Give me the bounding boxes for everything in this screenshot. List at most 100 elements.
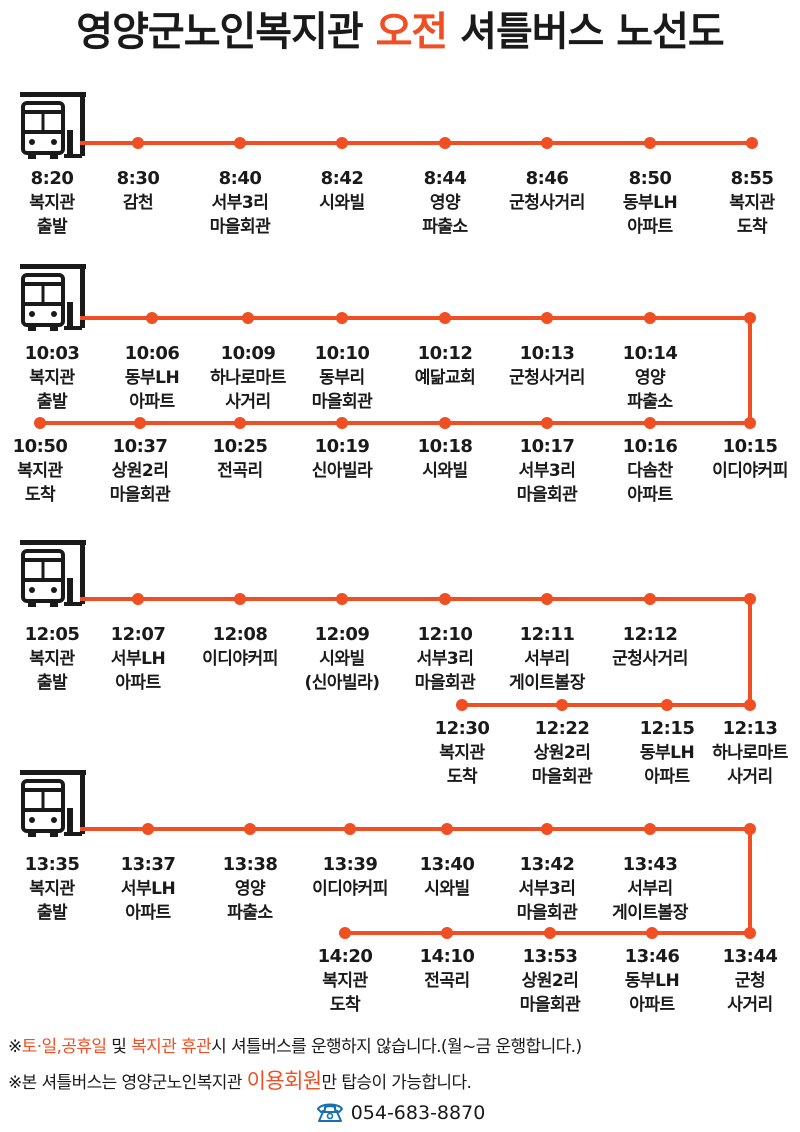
stop-name: 서부리 게이트볼장 [509, 649, 585, 693]
stop-name: 복지관 도착 [322, 971, 368, 1015]
stop: 12:12 군청사거리 [598, 623, 702, 671]
route-line-turn [748, 599, 752, 705]
stop-marker [541, 137, 553, 149]
stop-departure: 10:03 복지관 출발 [0, 342, 104, 414]
stop: 13:53 상원2리 마을회관 [498, 945, 602, 1017]
stop-time: 10:50 [12, 436, 68, 457]
stop-time: 8:42 [320, 168, 364, 189]
stop-name: 동부LH 아파트 [124, 368, 180, 412]
stop-time: 10:03 [24, 343, 80, 364]
stop-name: 이디야커피 [712, 461, 788, 481]
stop-name: 시와빌 (신아빌라) [304, 649, 380, 693]
stop-name: 서부3리 마을회관 [516, 879, 578, 923]
stop-time: 12:12 [622, 624, 678, 645]
bus-stop-icon [18, 90, 90, 162]
stop-marker [544, 927, 556, 939]
stop-time: 10:25 [212, 436, 268, 457]
stop-name: 신아빌라 [311, 461, 373, 481]
stop-marker [644, 593, 656, 605]
stop-name: 복지관 출발 [29, 649, 75, 693]
stop-marker [644, 823, 656, 835]
stop-time: 10:15 [722, 436, 778, 457]
stop-marker [134, 417, 146, 429]
stop-name: 시와빌 [319, 193, 365, 213]
bus-stop-icon [18, 768, 90, 840]
stop-name: 복지관 출발 [29, 368, 75, 412]
stop-name: 군청사거리 [612, 649, 688, 669]
title-text-end: 셔틀버스 노선도 [447, 9, 725, 55]
stop-time: 8:44 [423, 168, 467, 189]
stop-time: 10:13 [519, 343, 575, 364]
stop: 8:42 시와빌 [290, 167, 394, 215]
bus-stop-icon [18, 538, 90, 610]
stop-name: 감천 [122, 193, 154, 213]
phone-contact[interactable]: 054-683-8870 [0, 1098, 800, 1128]
stop-marker [34, 417, 46, 429]
stop-time: 8:46 [525, 168, 569, 189]
stop-time: 10:12 [417, 343, 473, 364]
stop-marker [242, 312, 254, 324]
stop-time: 8:30 [116, 168, 160, 189]
stop-marker [132, 137, 144, 149]
notice-highlight: 이용회원 [246, 1069, 322, 1093]
stop-time: 8:20 [30, 168, 74, 189]
stop-marker [234, 593, 246, 605]
route-line-turn [748, 318, 752, 423]
phone-icon [316, 1103, 343, 1122]
stop-marker [439, 417, 451, 429]
stop-marker [336, 312, 348, 324]
stop-time: 8:40 [218, 168, 262, 189]
notice-text: ※ [8, 1037, 22, 1057]
stop-name: 시와빌 [422, 461, 468, 481]
notice-text: 시 셔틀버스를 운행하지 않습니다.(월~금 운행합니다.) [211, 1037, 582, 1057]
stop-name: 하나로마트 사거리 [210, 368, 286, 412]
stop-time: 10:10 [314, 343, 370, 364]
stop-name: 하나로마트 사거리 [712, 743, 788, 787]
stop-time: 13:39 [322, 854, 378, 875]
stop-marker [439, 593, 451, 605]
stop: 8:30 감천 [86, 167, 190, 215]
stop-time: 10:06 [124, 343, 180, 364]
stop-name: 상원2리 마을회관 [519, 971, 581, 1015]
stop-name: 이디야커피 [312, 879, 388, 899]
stop-time: 13:44 [722, 946, 778, 967]
notice-highlight: 토·일,공휴일 [21, 1037, 107, 1057]
stop-marker [439, 312, 451, 324]
stop-name: 상원2리 마을회관 [109, 461, 171, 505]
page-title: 영양군노인복지관 오전 셔틀버스 노선도 [0, 4, 800, 60]
stop-marker [746, 137, 758, 149]
stop-time: 10:17 [519, 436, 575, 457]
stop-name: 서부LH 아파트 [120, 879, 176, 923]
stop-marker [234, 417, 246, 429]
stop-name: 복지관 도착 [17, 461, 63, 505]
stop-name: 시와빌 [424, 879, 470, 899]
stop: 10:18 시와빌 [393, 435, 497, 483]
route-line [80, 597, 750, 601]
stop-marker [244, 823, 256, 835]
stop-name: 동부리 마을회관 [311, 368, 373, 412]
stop-time: 13:53 [522, 946, 578, 967]
stop-name: 복지관 도착 [729, 193, 775, 237]
phone-number[interactable]: 054-683-8870 [350, 1102, 486, 1124]
stop-time: 10:18 [417, 436, 473, 457]
stop-marker [336, 593, 348, 605]
notice-text: 및 [106, 1037, 132, 1057]
stop-marker [744, 312, 756, 324]
stop-name: 복지관 출발 [29, 193, 75, 237]
